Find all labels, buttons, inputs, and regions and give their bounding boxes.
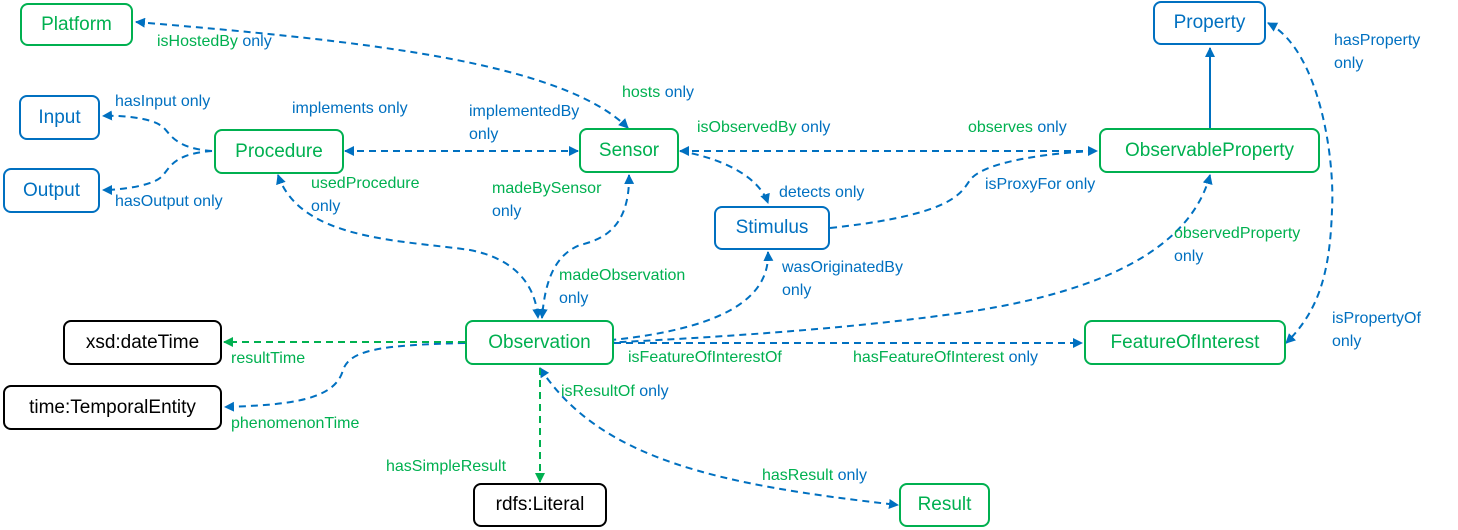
node-observation[interactable]: Observation (465, 320, 614, 365)
label-has-input: hasInput only (115, 93, 211, 110)
label-is-observed-by: isObservedBy only (697, 119, 831, 136)
node-output[interactable]: Output (3, 168, 100, 213)
edge-observableproperty-observation (601, 174, 1213, 348)
label-has-feature-of-interest: hasFeatureOfInterest only (853, 349, 1038, 366)
node-xsd-datetime[interactable]: xsd:dateTime (63, 320, 222, 365)
node-feature-of-interest[interactable]: FeatureOfInterest (1084, 320, 1286, 365)
node-observable-property[interactable]: ObservableProperty (1099, 128, 1320, 173)
edge-stimulus-observableproperty (829, 150, 1098, 229)
edge-platform-sensor (135, 17, 629, 129)
node-procedure[interactable]: Procedure (214, 129, 344, 174)
node-input[interactable]: Input (19, 95, 100, 140)
label-result-time: resultTime (231, 350, 306, 367)
node-temporal-entity[interactable]: time:TemporalEntity (3, 385, 222, 430)
label-hosts: hosts only (622, 84, 695, 101)
node-rdfs-literal[interactable]: rdfs:Literal (473, 483, 607, 527)
node-result[interactable]: Result (899, 483, 990, 527)
node-property[interactable]: Property (1153, 1, 1266, 45)
label-is-result-of: isResultOf only (561, 383, 669, 400)
node-sensor[interactable]: Sensor (579, 128, 679, 173)
label-implements: implements only (292, 100, 408, 117)
edge-procedure-output (102, 150, 213, 195)
node-platform[interactable]: Platform (20, 3, 133, 46)
label-is-proxy-for: isProxyFor only (985, 176, 1096, 193)
edge-observation-temporalentity (224, 342, 466, 412)
label-has-result: hasResult only (762, 467, 867, 484)
label-phenomenon-time: phenomenonTime (231, 415, 360, 432)
label-observes: observes only (968, 119, 1067, 136)
node-stimulus[interactable]: Stimulus (714, 206, 830, 250)
edge-procedure-observation (276, 174, 543, 319)
edge-procedure-input (102, 110, 213, 152)
label-detects: detects only (779, 184, 865, 201)
edge-sensor-stimulus (679, 150, 770, 204)
label-is-feature-of-interest-of: isFeatureOfInterestOf (628, 349, 782, 366)
label-has-simple-result: hasSimpleResult (386, 458, 507, 475)
label-is-hosted-by: isHostedBy only (157, 33, 272, 50)
edge-observation-result (539, 367, 899, 509)
label-has-output: hasOutput only (115, 193, 223, 210)
edge-property-featureofinterest (1267, 22, 1334, 344)
